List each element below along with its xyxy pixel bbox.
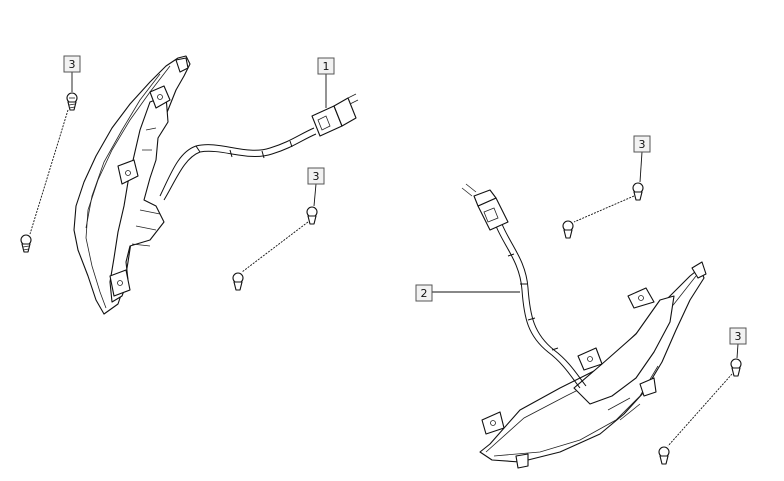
- callout-1-text: 1: [323, 60, 330, 73]
- screw-right-upper-a: [632, 182, 644, 201]
- leader-lines: [29, 72, 739, 447]
- callout-3-text: 3: [639, 138, 646, 151]
- callout-2: 2: [415, 284, 433, 302]
- screw-right-upper-b: [562, 220, 574, 239]
- screw-bottom-left: [20, 234, 32, 253]
- screw-top-left: [66, 92, 78, 111]
- callout-3-center-left: 3: [307, 167, 325, 185]
- callout-3-text: 3: [313, 170, 320, 183]
- callout-3-right-lower: 3: [729, 327, 747, 345]
- right-wire-harness: [495, 223, 587, 389]
- right-connector: [461, 183, 509, 231]
- left-turn-signal-lamp: [73, 55, 191, 315]
- screw-right-lower-a: [730, 358, 742, 377]
- callout-3-text: 3: [735, 330, 742, 343]
- callout-2-text: 2: [421, 287, 428, 300]
- left-wire-harness: [159, 127, 317, 201]
- screw-center-left-upper: [306, 206, 318, 225]
- callout-3-text: 3: [69, 58, 76, 71]
- callout-3-top-left: 3: [63, 55, 81, 73]
- right-turn-signal-lamp: [479, 261, 707, 469]
- left-connector: [311, 93, 359, 137]
- callout-3-right-upper: 3: [633, 135, 651, 153]
- screw-center-left-lower: [232, 272, 244, 291]
- callout-1: 1: [317, 57, 335, 75]
- screw-right-lower-b: [658, 446, 670, 465]
